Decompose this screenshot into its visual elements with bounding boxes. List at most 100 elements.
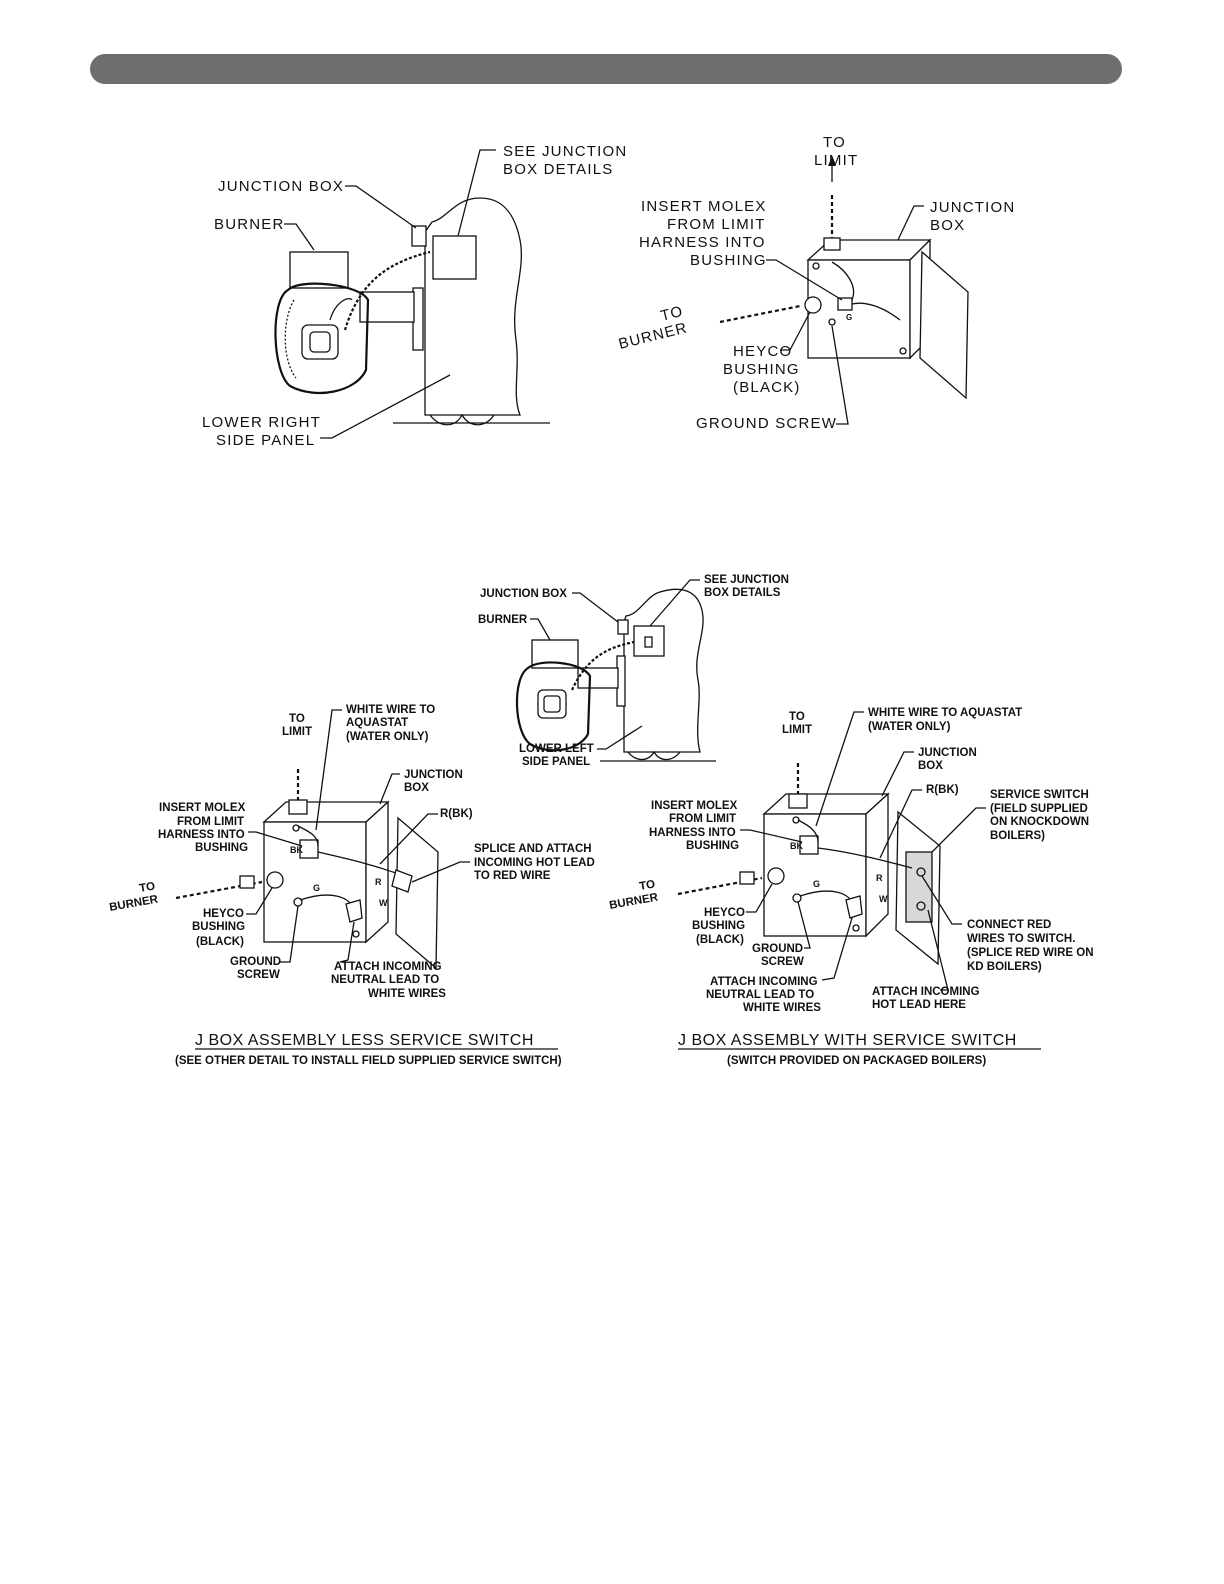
- fig1-junction-box-label: JUNCTION BOX: [218, 178, 344, 195]
- fig2-to-limit-line2: LIMIT: [814, 152, 858, 169]
- leader: [815, 711, 864, 827]
- fig2-jbox-line1: JUNCTION: [930, 199, 1015, 216]
- molex-connector: [837, 297, 853, 311]
- fig5-ground-line1: GROUND: [752, 943, 803, 955]
- leader: [411, 861, 470, 883]
- leader: [315, 709, 342, 831]
- fig4-white-wire-line2: AQUASTAT: [346, 717, 408, 729]
- fig4-white-wire-line3: (WATER ONLY): [346, 731, 429, 743]
- fig5-connect-line4: KD BOILERS): [967, 961, 1042, 973]
- fig4-insert-line4: BUSHING: [195, 842, 248, 854]
- fig2-junction-box-detail: G TO LIMIT INSERT MOLEX FROM LIMIT HARNE…: [617, 134, 1015, 432]
- fig5-service-line3: ON KNOCKDOWN: [990, 816, 1089, 828]
- arrow-head: [828, 156, 836, 166]
- ground-screw: [828, 318, 836, 326]
- fig4-insert-line3: HARNESS INTO: [158, 829, 245, 841]
- fig1-see-details-line1: SEE JUNCTION: [503, 143, 627, 160]
- screw: [352, 930, 360, 938]
- molex-connector: [299, 839, 319, 859]
- fig4-heyco-line1: HEYCO: [203, 908, 244, 920]
- fig5-title: J BOX ASSEMBLY WITH SERVICE SWITCH: [678, 1032, 1017, 1049]
- leader: [649, 579, 700, 627]
- burner-housing: [274, 282, 370, 394]
- leader: [740, 829, 803, 843]
- leader: [284, 223, 315, 251]
- leader: [780, 311, 811, 351]
- fig4-splice-line1: SPLICE AND ATTACH: [474, 843, 592, 855]
- fig2-insert-line4: BUSHING: [690, 252, 767, 269]
- fig4-to-limit-line1: TO: [289, 713, 305, 725]
- junction-box-side: [617, 619, 629, 635]
- leader: [746, 883, 773, 913]
- leader: [766, 259, 843, 301]
- fig5-connect-line1: CONNECT RED: [967, 919, 1051, 931]
- fig3-burner-label: BURNER: [478, 614, 528, 626]
- conduit-fitting: [823, 237, 841, 251]
- fig1-boiler-view: SEE JUNCTION BOX DETAILS JUNCTION BOX BU…: [202, 143, 627, 449]
- leader: [339, 921, 355, 963]
- fig4-insert-line1: INSERT MOLEX: [159, 802, 246, 814]
- fig5-to-burner-line1: TO: [638, 878, 656, 893]
- fig3-lower-panel-line1: LOWER LEFT: [519, 743, 594, 755]
- heyco-bushing: [804, 296, 822, 314]
- leader: [597, 725, 643, 750]
- leader: [927, 909, 949, 991]
- screw: [812, 262, 820, 270]
- fig5-service-line1: SERVICE SWITCH: [990, 789, 1089, 801]
- r-mark: R: [375, 877, 382, 887]
- burner-tube: [359, 291, 415, 323]
- conduit-fitting: [788, 793, 808, 809]
- wire: [329, 297, 353, 321]
- junction-box-outline: [432, 235, 477, 280]
- junction-box-side: [411, 225, 427, 247]
- leader: [246, 887, 273, 915]
- leader: [897, 205, 924, 241]
- burner-conduit: [719, 304, 801, 324]
- jbox-front: [807, 259, 911, 359]
- fig5-to-limit-line2: LIMIT: [782, 724, 812, 736]
- fig2-heyco-line1: HEYCO: [733, 343, 792, 360]
- fig4-subtitle: (SEE OTHER DETAIL TO INSTALL FIELD SUPPL…: [175, 1055, 562, 1067]
- fig4-heyco-line2: BUSHING: [192, 921, 245, 933]
- leader: [931, 807, 986, 853]
- leader: [572, 592, 619, 623]
- wire-nut: [345, 899, 363, 923]
- wires: [831, 261, 901, 321]
- fig5-insert-line3: HARNESS INTO: [649, 827, 736, 839]
- fig4-title: J BOX ASSEMBLY LESS SERVICE SWITCH: [195, 1032, 534, 1049]
- fig3-lower-panel-line2: SIDE PANEL: [522, 756, 590, 768]
- fig5-jbox-line2: BOX: [918, 760, 943, 772]
- molex-connector: [799, 835, 819, 855]
- fig2-to-burner-line2: BURNER: [617, 319, 690, 353]
- jbox-side: [865, 792, 889, 938]
- fig4-jbox-less-switch: BK G R W TO LIMIT WHITE WIRE TO AQUASTAT…: [108, 704, 594, 1067]
- leader: [320, 374, 451, 439]
- fig5-to-burner-line2: BURNER: [608, 891, 659, 911]
- header-bar: [90, 54, 1122, 84]
- heyco-bushing: [767, 867, 785, 885]
- fig4-white-wire-line1: WHITE WIRE TO: [346, 704, 435, 716]
- fig5-jbox-with-switch: BK G R W TO LIMIT WHITE WIRE TO AQUASTAT…: [608, 707, 1093, 1067]
- w-mark: W: [879, 894, 888, 904]
- burner-control-inner: [543, 695, 561, 713]
- fig4-ground-line1: GROUND: [230, 956, 281, 968]
- leader: [248, 831, 303, 847]
- wires: [297, 825, 405, 877]
- fig5-service-line4: BOILERS): [990, 830, 1045, 842]
- fig2-to-burner-line1: TO: [659, 303, 685, 325]
- conduit-fitting: [288, 799, 308, 815]
- flex-conduit: [571, 640, 635, 691]
- heyco-bushing: [266, 871, 284, 889]
- switch-screw: [916, 901, 926, 911]
- leader: [345, 185, 417, 229]
- boiler-jacket: [424, 197, 523, 416]
- fig5-heyco-line1: HEYCO: [704, 907, 745, 919]
- fig5-white-wire-line1: WHITE WIRE TO AQUASTAT: [868, 707, 1022, 719]
- fig2-heyco-line2: BUSHING: [723, 361, 800, 378]
- fig4-splice-line2: INCOMING HOT LEAD: [474, 857, 595, 869]
- ground-mark: G: [846, 313, 852, 322]
- bk-mark: BK: [790, 841, 803, 851]
- wire-nut: [845, 895, 863, 919]
- fig2-insert-line1: INSERT MOLEX: [641, 198, 767, 215]
- bk-mark: BK: [290, 845, 303, 855]
